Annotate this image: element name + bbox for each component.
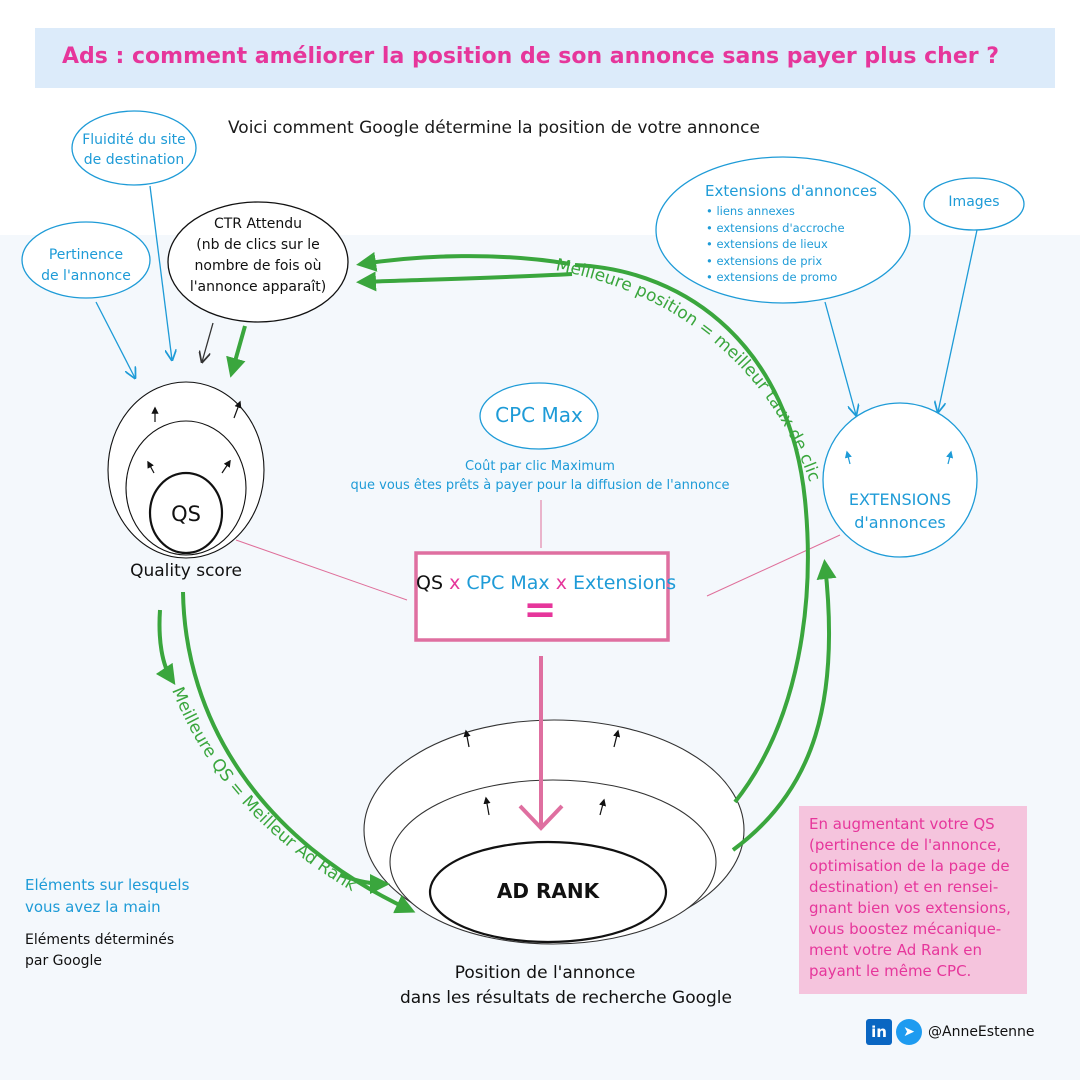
green-loop-left-inner [155, 609, 176, 685]
pertinence-arrow [95, 301, 135, 378]
extensions-circle-line: EXTENSIONS [848, 490, 952, 509]
qs-up-arrow [221, 459, 231, 474]
note-line: destination) et en rensei- [809, 878, 999, 896]
qs-label: QS [171, 502, 201, 526]
ctr-green-arrow [226, 325, 247, 378]
extensions-circle [822, 402, 978, 558]
formula-extensions: Extensions [573, 572, 677, 594]
fluidite-text: Fluidité du site de destination [72, 130, 196, 170]
adrank-up-arrow [483, 796, 491, 816]
cpc-label: CPC Max [495, 403, 583, 427]
adrank-up-arrow [463, 729, 471, 748]
formula-times: x [449, 572, 461, 594]
curved-label-left-path: Meilleure QS = Meilleur Ad Rank [167, 684, 360, 896]
green-loop-top [356, 251, 571, 272]
images-arrow [938, 229, 978, 412]
ctr-line: l'annonce apparaît) [189, 279, 327, 295]
note-line: (pertinence de l'annonce, [809, 836, 1002, 854]
legend-google: Eléments déterminés par Google [25, 930, 174, 972]
linkedin-icon[interactable]: in [866, 1019, 892, 1045]
pertinence-line: de l'annonce [41, 268, 131, 284]
extensions-bubble-title: Extensions d'annonces [705, 182, 878, 200]
adrank-inner [428, 840, 668, 944]
formula-times: x [555, 572, 567, 594]
title-banner [35, 28, 1055, 88]
green-loop-top-inner [356, 271, 573, 292]
cpc-desc-line: Coût par clic Maximum [465, 459, 615, 474]
extensions-arrow [824, 301, 856, 415]
note-box: En augmentant votre QS (pertinence de l'… [799, 806, 1027, 994]
cpc-description: Coût par clic Maximum que vous êtes prêt… [300, 457, 780, 495]
adrank-caption-line: dans les résultats de recherche Google [400, 988, 732, 1008]
formula-box [414, 551, 670, 642]
extensions-circle-line: d'annonces [854, 513, 946, 532]
formula-qs: QS [416, 572, 444, 594]
note-line: vous boostez mécanique- [809, 920, 1002, 938]
adrank-up-arrow [599, 798, 606, 816]
twitter-icon[interactable]: ➤ [896, 1019, 922, 1045]
extensions-list: liens annexes extensions d'accroche exte… [706, 203, 845, 286]
ctr-line: nombre de fois où [194, 258, 322, 274]
adrank-caption-line: Position de l'annonce [454, 963, 636, 983]
legend-line: vous avez la main [25, 898, 161, 916]
curved-label-left: Meilleure QS = Meilleur Ad Rank [167, 684, 360, 896]
images-bubble [923, 177, 1025, 231]
extensions-list-item: liens annexes [706, 203, 845, 220]
qs-connector [235, 539, 408, 601]
ctr-bubble [167, 201, 349, 323]
ctr-line: CTR Attendu [213, 216, 303, 232]
ctr-text: CTR Attendu (nb de clics sur le nombre d… [168, 214, 348, 298]
note-line: En augmentant votre QS [809, 815, 995, 833]
fluidite-line: Fluidité du site [82, 132, 186, 148]
formula-cpc: CPC Max [466, 572, 550, 594]
fluidite-bubble [71, 110, 197, 186]
green-loop-left-short [339, 873, 390, 894]
note-line: gnant bien vos extensions, [809, 899, 1011, 917]
fluidite-arrow [149, 185, 172, 360]
extensions-connector [706, 534, 841, 597]
qs-circle-inner [148, 471, 224, 555]
adrank-caption: Position de l'annonce dans les résultats… [400, 961, 732, 1011]
footer: in ➤ @AnneEstenne [866, 1019, 1035, 1045]
adrank-up-arrow [613, 729, 621, 748]
green-loop-right-inner [574, 263, 810, 804]
adrank-label: AD RANK [496, 879, 600, 903]
legend-controlled: Eléments sur lesquels vous avez la main [25, 874, 189, 918]
note-line: payant le même CPC. [809, 962, 972, 980]
formula: QS x CPC Max x Extensions [416, 572, 676, 594]
qs-caption: Quality score [130, 561, 242, 581]
qs-up-arrow [233, 400, 242, 419]
pertinence-text: Pertinence de l'annonce [22, 245, 150, 287]
extensions-up-arrow [946, 450, 954, 465]
extensions-list-item: extensions de lieux [706, 236, 845, 253]
qs-up-arrow [147, 460, 155, 474]
page-subtitle: Voici comment Google détermine la positi… [228, 118, 760, 138]
page-title: Ads : comment améliorer la position de s… [62, 44, 1000, 69]
legend-line: Eléments sur lesquels [25, 876, 190, 894]
extensions-list-item: extensions de prix [706, 253, 845, 270]
pertinence-bubble [21, 221, 151, 299]
note-line: ment votre Ad Rank en [809, 941, 983, 959]
green-loop-right-outer [731, 559, 837, 852]
note-line: optimisation de la page de [809, 857, 1010, 875]
legend-line: par Google [25, 953, 103, 969]
ctr-line: (nb de clics sur le [196, 237, 320, 253]
legend-line: Eléments déterminés [25, 932, 175, 948]
images-text: Images [948, 194, 1000, 210]
extensions-up-arrow [844, 450, 852, 465]
extensions-list-item: extensions de promo [706, 269, 845, 286]
author-handle[interactable]: @AnneEstenne [928, 1024, 1035, 1040]
formula-equals: = [523, 587, 557, 633]
cpc-desc-line: que vous êtes prêts à payer pour la diff… [350, 478, 730, 493]
fluidite-line: de destination [83, 152, 185, 168]
extensions-list-item: extensions d'accroche [706, 220, 844, 237]
extensions-circle-text: EXTENSIONS d'annonces [823, 488, 977, 534]
cpc-bubble [479, 382, 599, 450]
pertinence-line: Pertinence [48, 247, 124, 263]
ctr-dark-arrow [202, 322, 214, 362]
